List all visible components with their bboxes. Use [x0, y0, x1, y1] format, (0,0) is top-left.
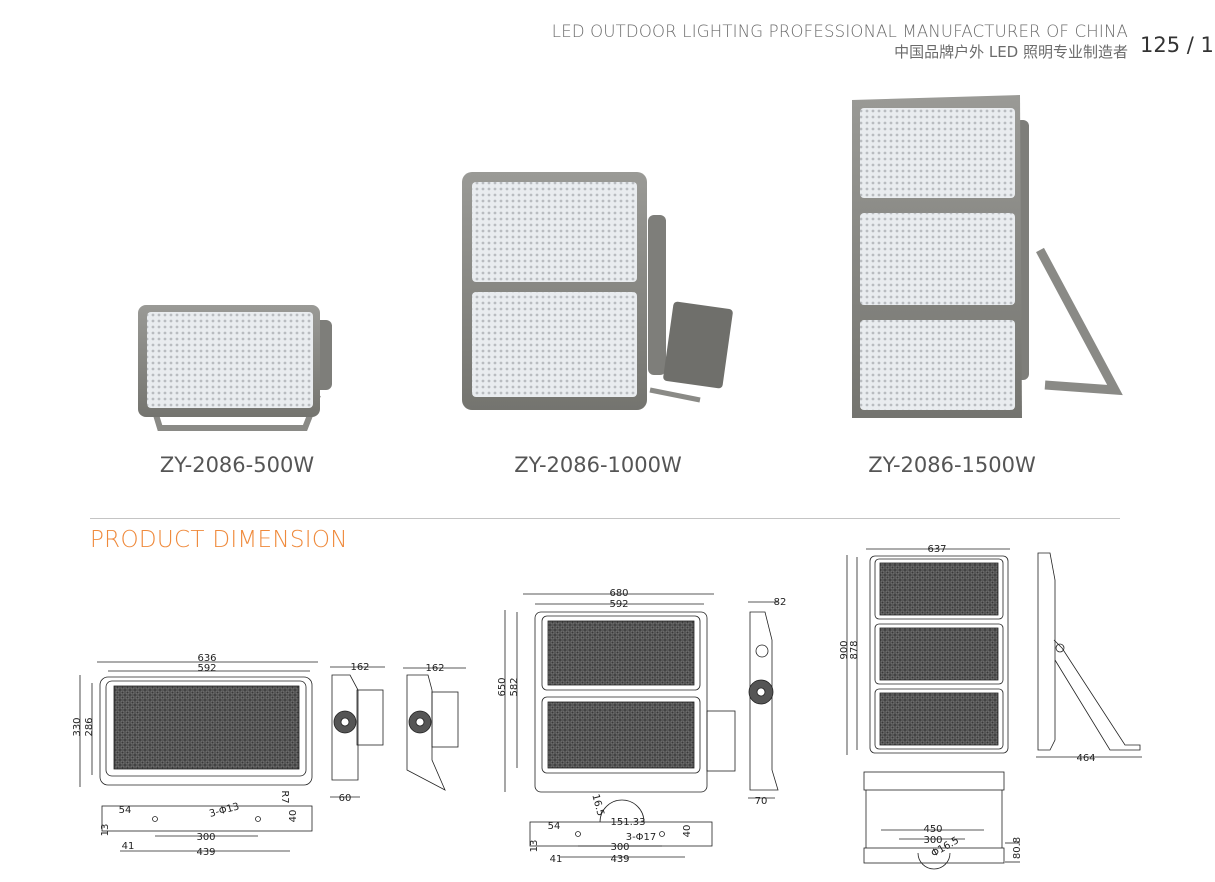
svg-text:650: 650 [497, 677, 508, 696]
svg-text:330: 330 [72, 717, 83, 736]
svg-text:637: 637 [927, 544, 946, 555]
drawing-1500w [846, 548, 1142, 870]
svg-text:82: 82 [774, 597, 787, 608]
svg-text:151.33: 151.33 [611, 817, 646, 828]
svg-text:41: 41 [122, 841, 135, 852]
product-image-1500w [852, 95, 1123, 418]
svg-text:300: 300 [196, 832, 215, 843]
svg-text:70: 70 [755, 796, 768, 807]
svg-text:439: 439 [196, 847, 215, 858]
svg-text:878: 878 [849, 640, 860, 659]
svg-text:286: 286 [84, 717, 95, 736]
svg-text:464: 464 [1076, 753, 1095, 764]
drawing-1000w [504, 593, 779, 858]
svg-text:162: 162 [350, 662, 369, 673]
svg-text:450: 450 [923, 824, 942, 835]
svg-text:582: 582 [509, 677, 520, 696]
svg-text:3-Φ17: 3-Φ17 [626, 832, 657, 843]
drawing-500w [79, 661, 466, 852]
product-image-1000w [462, 172, 733, 410]
section-title: PRODUCT DIMENSION [90, 527, 348, 553]
svg-text:162: 162 [425, 663, 444, 674]
page-number: 125 / 1 [1140, 33, 1214, 57]
svg-text:680: 680 [609, 588, 628, 599]
product-image-500w [138, 305, 332, 431]
model-label-500w: ZY-2086-500W [159, 453, 315, 477]
svg-text:300: 300 [923, 835, 942, 846]
header-tagline-en: LED OUTDOOR LIGHTING PROFESSIONAL MANUFA… [551, 22, 1128, 41]
svg-text:40: 40 [682, 825, 693, 838]
svg-text:3-Φ13: 3-Φ13 [208, 801, 240, 820]
svg-text:592: 592 [609, 599, 628, 610]
svg-text:13: 13 [100, 824, 111, 837]
model-label-1500w: ZY-2086-1500W [868, 453, 1036, 477]
svg-text:439: 439 [610, 854, 629, 865]
model-label-1000w: ZY-2086-1000W [514, 453, 682, 477]
dimension-labels-1000w: 680 592 650 582 82 70 54 16.5 151.33 3-Φ… [497, 588, 786, 865]
svg-text:54: 54 [119, 805, 132, 816]
svg-text:900: 900 [839, 640, 850, 659]
svg-text:592: 592 [197, 663, 216, 674]
svg-text:60: 60 [339, 793, 352, 804]
svg-text:41: 41 [550, 854, 563, 865]
svg-text:16.5: 16.5 [589, 793, 605, 817]
svg-text:13: 13 [529, 840, 540, 853]
svg-text:80.8: 80.8 [1012, 837, 1023, 859]
svg-text:54: 54 [548, 821, 561, 832]
svg-text:636: 636 [197, 653, 216, 664]
svg-text:300: 300 [610, 842, 629, 853]
svg-text:40: 40 [288, 810, 299, 823]
header-tagline-cn: 中国品牌户外 LED 照明专业制造者 [894, 43, 1128, 61]
section-divider [90, 518, 1120, 519]
svg-text:R7: R7 [279, 790, 290, 803]
